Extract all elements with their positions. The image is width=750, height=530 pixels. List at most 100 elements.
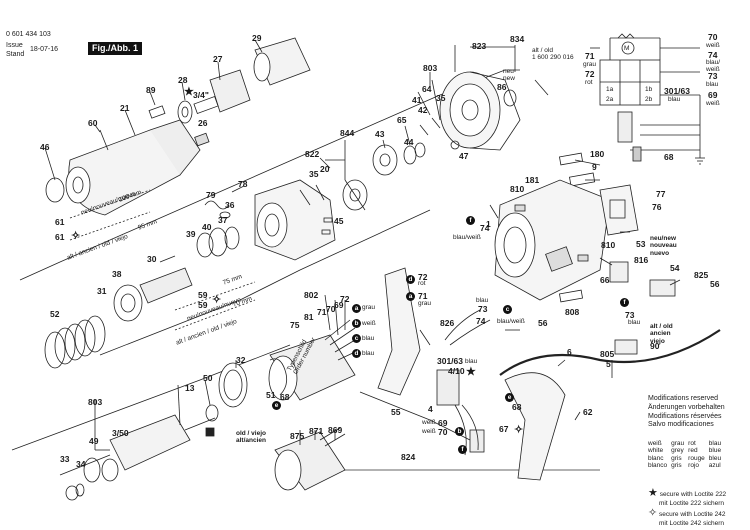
schematic-switch-color: blau [668,96,681,103]
part-number: 79 [206,190,216,200]
connection-badge-f: f [458,445,467,454]
schematic-pin-label: 1a [606,86,614,93]
part-number: 60 [88,118,98,128]
schematic-wire-color: weiß [706,42,720,49]
part-number: 62 [583,407,593,417]
part-number: 81 [304,312,314,322]
schematic-wire-number: 73 [708,71,718,81]
schematic-wire-color: grau [583,61,597,68]
doc-number: 0 601 434 103 [6,31,51,38]
part-number: 26 [198,118,208,128]
part-number: 36 [225,200,235,210]
wire-color-label: grau [362,304,376,311]
part-number: 21 [120,103,130,113]
part-number: 1 [486,219,491,229]
part-number: 35 [309,169,319,179]
part-number: 802 [304,290,319,300]
schematic-wire-number: 68 [664,152,674,162]
part-number: 20 [320,164,330,174]
part-number: 13 [185,383,195,393]
schematic-wire-color: weiß [706,100,720,107]
part-number: 89 [146,85,156,95]
part-number: 65 [397,115,407,125]
part-number: 37 [218,215,228,225]
part-number: 4/10 [448,366,465,376]
part-number: 71 [418,291,428,301]
loctite-242-marker: ✧ [71,230,81,242]
part-number: 180 [590,149,605,159]
part-number: 72 [340,294,350,304]
issue-date: 18-07-16 [30,46,59,53]
part-number: 823 [472,41,487,51]
connection-badge-c: c [352,334,361,343]
wire-color-label: weiß [422,419,436,426]
part-number: 54 [670,263,680,273]
wire-color-label: weiß [362,320,376,327]
schematic-wire-number: 72 [585,69,595,79]
part-number: 78 [238,179,248,189]
connection-badge-e: e [505,393,514,402]
schematic-wire-color: blau/weiß [706,59,721,74]
part-number: 32 [236,355,246,365]
connection-badge-f: f [466,216,475,225]
connection-badge-a: a [406,292,415,301]
wire-color-label: blau [362,350,375,357]
schematic-wire-color: rot [585,79,593,86]
connection-badge-d: d [352,349,361,358]
connection-badge-a: a [352,304,361,313]
part-number: 4 [428,404,433,414]
part-number: 43 [375,129,385,139]
part-number: 52 [50,309,60,319]
part-number: 808 [565,307,580,317]
part-number: 35 [436,93,446,103]
part-number: 9 [592,162,597,172]
part-number: 834 [510,34,525,44]
part-number: 29 [252,33,262,43]
part-number: 869 [328,425,343,435]
wire-color-label: blau [476,297,489,304]
part-number: 77 [656,189,666,199]
wire-color-label: blau [465,358,478,365]
part-number: 49 [89,436,99,446]
part-number: 41 [412,95,422,105]
schematic-switch-label: 301/63 [664,86,690,96]
part-number: 30 [147,254,157,264]
wire-color-label: blau [362,335,375,342]
wire-color-label: weiß [422,428,436,435]
figure-tag: Fig./Abb. 1 [88,42,142,55]
part-number: 38 [112,269,122,279]
part-number: 70 [438,427,448,437]
part-number: 90 [650,341,660,351]
connection-badge-e: e [272,401,281,410]
schematic-motor-symbol: M [624,45,630,52]
part-number: 33 [60,454,70,464]
part-number: 61 [55,217,65,227]
part-number: 844 [340,128,355,138]
part-number: 825 [694,270,709,280]
part-number: 810 [601,240,616,250]
part-number: 826 [440,318,455,328]
issue-label: Issue [6,42,23,49]
connection-badge-c: c [503,305,512,314]
part-number: 73 [478,304,488,314]
schematic-wire-number: 70 [708,32,718,42]
part-number: 301/63 [437,356,463,366]
part-number: 42 [418,105,428,115]
part-number: 56 [710,279,720,289]
part-number: 55 [391,407,401,417]
part-number: 816 [634,255,649,265]
part-number: 6 [567,347,572,357]
diamond-icon: ✧ [648,507,658,519]
wire-color-label: blau [628,319,641,326]
connection-badge-f: f [620,298,629,307]
wire-color-label: grau [418,300,432,307]
loctite-222-marker: ★ [184,86,194,98]
part-number: 74 [476,316,486,326]
part-number: 805 [600,349,615,359]
